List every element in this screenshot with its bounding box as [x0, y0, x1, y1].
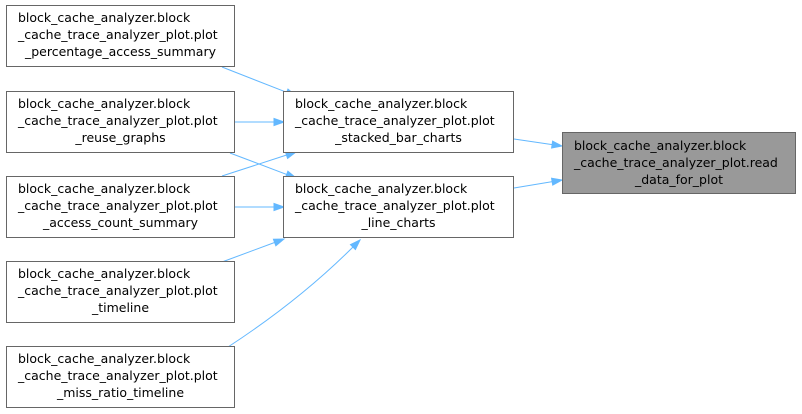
node-label-line: _cache_trace_analyzer_plot.plot — [17, 283, 218, 298]
edge-line — [221, 66, 288, 94]
edge-line — [221, 154, 288, 177]
arrow-head-icon — [551, 140, 564, 149]
node-line-charts[interactable]: block_cache_analyzer.block _cache_trace_… — [283, 176, 514, 238]
node-read-data-for-plot[interactable]: block_cache_analyzer.block _cache_trace_… — [562, 132, 796, 194]
node-label-line: _access_count_summary — [42, 215, 199, 230]
edge-stacked-bar-charts-to-read-data-for-plot — [513, 138, 564, 149]
node-label-line: _cache_trace_analyzer_plot.read — [573, 155, 778, 170]
node-reuse-graphs[interactable]: block_cache_analyzer.block _cache_trace_… — [6, 91, 235, 153]
node-label-line: block_cache_analyzer.block — [18, 10, 191, 25]
edge-reuse-graphs-to-line-charts — [229, 152, 298, 179]
node-label-line: block_cache_analyzer.block — [18, 351, 191, 366]
node-label-line: _data_for_plot — [634, 172, 723, 187]
node-label-line: block_cache_analyzer.block — [295, 181, 468, 196]
edge-line-charts-to-read-data-for-plot — [513, 177, 564, 189]
edge-timeline-to-line-charts — [221, 238, 286, 263]
arrow-head-icon — [273, 117, 286, 127]
node-label-line: _cache_trace_analyzer_plot.plot — [17, 368, 218, 383]
edge-miss-ratio-timeline-to-line-charts — [227, 238, 362, 348]
node-label-line: _miss_ratio_timeline — [56, 385, 184, 400]
arrow-head-icon — [273, 202, 286, 212]
edge-access-count-summary-to-line-charts — [235, 202, 286, 212]
node-label-line: _cache_trace_analyzer_plot.plot — [17, 113, 218, 128]
node-label-line: _stacked_bar_charts — [334, 130, 462, 145]
arrow-head-icon — [550, 177, 564, 186]
node-percentage-access-summary[interactable]: block_cache_analyzer.block _cache_trace_… — [6, 5, 235, 67]
node-label-line: block_cache_analyzer.block — [18, 266, 191, 281]
edge-access-count-summary-to-stacked-bar-charts — [221, 151, 298, 177]
node-label-line: _cache_trace_analyzer_plot.plot — [17, 198, 218, 213]
node-label-line: block_cache_analyzer.block — [18, 96, 191, 111]
node-access-count-summary[interactable]: block_cache_analyzer.block _cache_trace_… — [6, 176, 235, 238]
node-label-line: block_cache_analyzer.block — [295, 96, 468, 111]
node-miss-ratio-timeline[interactable]: block_cache_analyzer.block _cache_trace_… — [6, 346, 235, 408]
node-label-line: block_cache_analyzer.block — [574, 138, 747, 153]
node-label-line: _cache_trace_analyzer_plot.plot — [294, 113, 495, 128]
edge-line — [221, 241, 276, 263]
arrow-head-icon — [272, 238, 286, 247]
node-label-line: _percentage_access_summary — [24, 44, 217, 59]
node-label-line: _cache_trace_analyzer_plot.plot — [294, 198, 495, 213]
edge-line — [227, 246, 354, 348]
arrow-head-icon — [349, 238, 362, 251]
node-stacked-bar-charts[interactable]: block_cache_analyzer.block _cache_trace_… — [283, 91, 514, 153]
edge-line — [513, 138, 554, 146]
node-timeline[interactable]: block_cache_analyzer.block _cache_trace_… — [6, 261, 235, 323]
node-label-line: _cache_trace_analyzer_plot.plot — [17, 27, 218, 42]
node-label-line: _reuse_graphs — [74, 130, 165, 145]
edges-layer — [221, 66, 564, 348]
node-label-line: block_cache_analyzer.block — [18, 181, 191, 196]
edge-line — [513, 180, 554, 189]
edge-reuse-graphs-to-stacked-bar-charts — [235, 117, 286, 127]
node-label-line: _timeline — [91, 300, 149, 315]
node-label-line: _line_charts — [360, 215, 435, 230]
